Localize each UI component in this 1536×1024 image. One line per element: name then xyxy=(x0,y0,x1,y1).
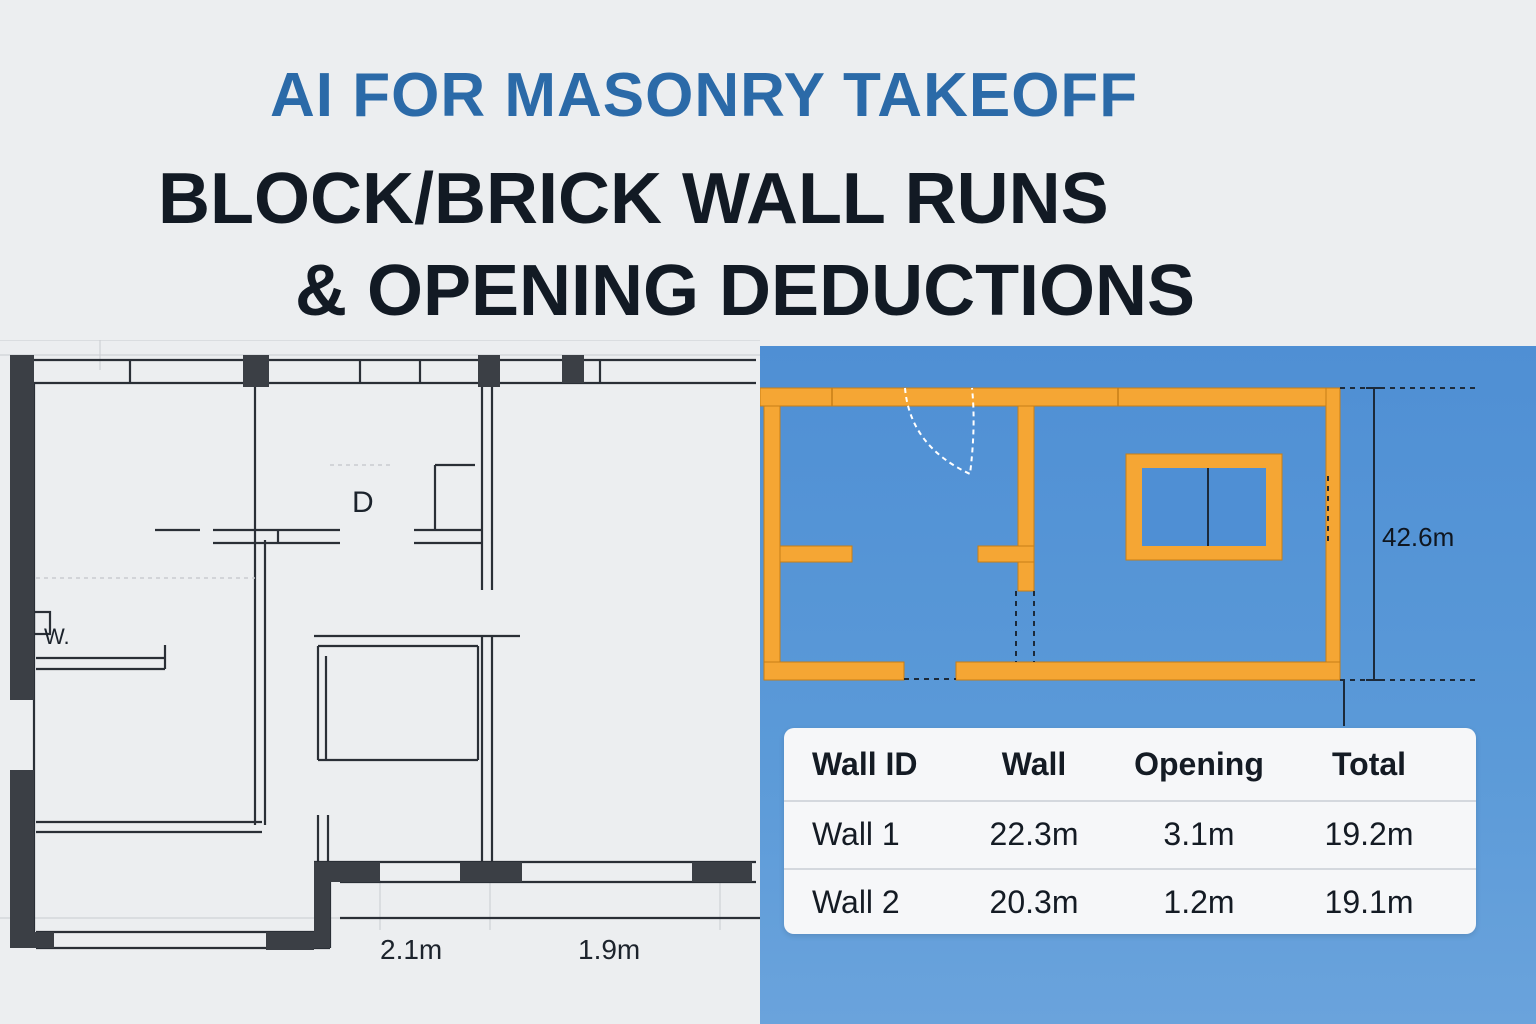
cell-total: 19.1m xyxy=(1324,884,1414,920)
header-opening: Opening xyxy=(1134,746,1264,782)
room-label-d: D xyxy=(352,486,374,519)
header-wall-id: Wall ID xyxy=(812,746,918,782)
takeoff-table: Wall ID Wall Opening Total Wall 1 22.3m … xyxy=(784,728,1476,934)
sketch-dimension-b: 1.9m xyxy=(578,934,641,965)
cell-wall-id: Wall 1 xyxy=(812,816,900,852)
table-row: Wall 2 20.3m 1.2m 19.1m xyxy=(784,868,1476,936)
height-dimension-label: 42.6m xyxy=(1382,522,1455,552)
ai-overlay-panel: 42.6m Wall ID Wall Opening Total Wall 1 … xyxy=(760,346,1536,1024)
room-label-w: W. xyxy=(44,624,70,649)
sketch-dimension-a: 2.1m xyxy=(380,934,443,965)
cell-opening: 1.2m xyxy=(1163,884,1235,920)
table-header-row: Wall ID Wall Opening Total xyxy=(784,732,1476,798)
cell-opening: 3.1m xyxy=(1163,816,1235,852)
cell-wall-length: 22.3m xyxy=(989,816,1079,852)
table-row: Wall 1 22.3m 3.1m 19.2m xyxy=(784,800,1476,868)
cell-wall-id: Wall 2 xyxy=(812,884,900,920)
floor-plan-sketch xyxy=(0,340,760,950)
headline-line-2: & OPENING DEDUCTIONS xyxy=(295,251,1196,331)
header-wall: Wall xyxy=(1001,746,1067,782)
kicker-title: AI FOR MASONRY TAKEOFF xyxy=(270,61,1139,130)
detected-wall-plan xyxy=(760,387,1480,726)
headline-line-1: BLOCK/BRICK WALL RUNS xyxy=(158,159,1109,239)
cell-total: 19.2m xyxy=(1324,816,1414,852)
cell-wall-length: 20.3m xyxy=(989,884,1079,920)
header-total: Total xyxy=(1331,746,1407,782)
title-block: AI FOR MASONRY TAKEOFF BLOCK/BRICK WALL … xyxy=(0,0,1536,340)
